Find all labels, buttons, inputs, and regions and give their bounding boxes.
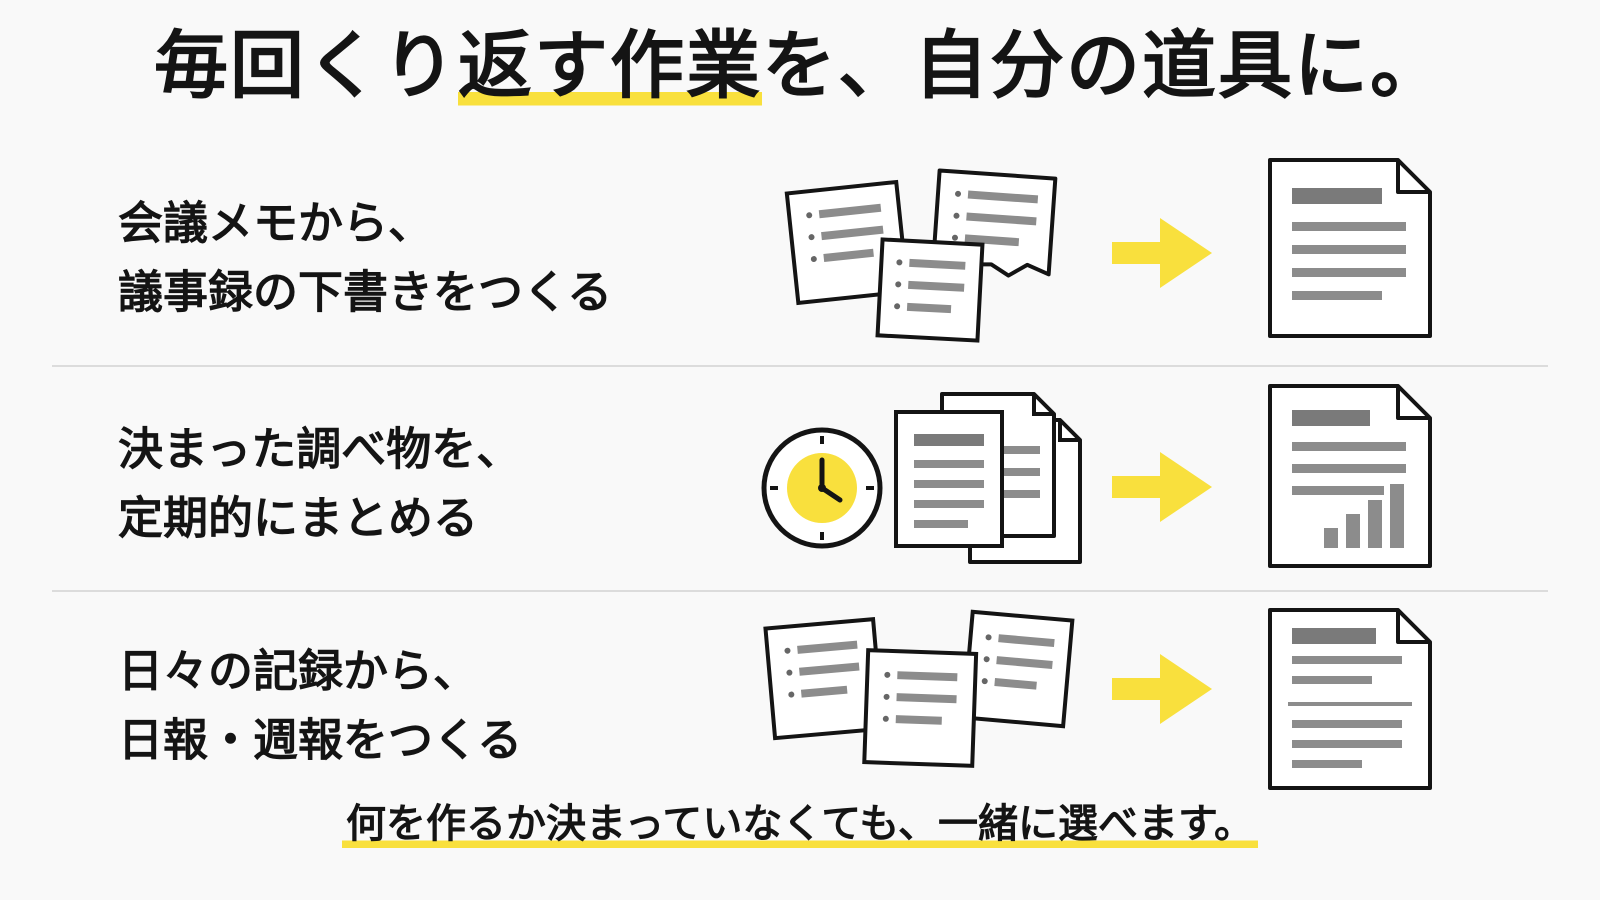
report-with-bar-chart-icon xyxy=(1268,384,1432,568)
draft-document-icon xyxy=(1268,158,1432,338)
headline-post: を、自分の道具に。 xyxy=(762,23,1446,109)
document-stack-icon xyxy=(894,392,1082,564)
scattered-record-pages-icon xyxy=(763,609,1075,768)
row-meeting-minutes-text: 会議メモから、 議事録の下書きをつくる xyxy=(118,188,612,328)
row-meeting-minutes-line1: 会議メモから、 xyxy=(118,195,434,249)
arrow-right-icon xyxy=(1112,654,1212,724)
row-research-summary-text: 決まった調べ物を、 定期的にまとめる xyxy=(118,414,521,554)
row-daily-report-illustration xyxy=(763,608,1432,790)
row-meeting-minutes-illustration xyxy=(784,158,1432,343)
row-daily-report: 日々の記録から、 日報・週報をつくる xyxy=(0,598,1600,813)
row-research-summary-line2: 定期的にまとめる xyxy=(118,491,479,545)
row-daily-report-line1: 日々の記録から、 xyxy=(118,643,479,697)
daily-weekly-report-icon xyxy=(1268,608,1432,790)
row-research-summary-line1: 決まった調べ物を、 xyxy=(118,421,522,475)
headline: 毎回くり返す作業を、自分の道具に。 xyxy=(154,22,1446,111)
row-meeting-minutes: 会議メモから、 議事録の下書きをつくる xyxy=(0,150,1600,365)
headline-wrapper: 毎回くり返す作業を、自分の道具に。 xyxy=(0,22,1600,111)
row-daily-report-line2: 日報・週報をつくる xyxy=(118,713,523,767)
row-meeting-minutes-line2: 議事録の下書きをつくる xyxy=(118,265,613,319)
clock-icon xyxy=(761,427,883,549)
arrow-right-icon xyxy=(1112,218,1212,288)
row-daily-report-text: 日々の記録から、 日報・週報をつくる xyxy=(118,636,522,776)
row-research-summary: 決まった調べ物を、 定期的にまとめる xyxy=(0,376,1600,591)
footer-wrapper: 何を作るか決まっていなくても、一緒に選べます。 xyxy=(0,798,1600,850)
headline-pre: 毎回くり xyxy=(154,23,458,109)
headline-highlight: 返す作業 xyxy=(458,23,762,109)
divider xyxy=(52,590,1548,592)
footer-note: 何を作るか決まっていなくても、一緒に選べます。 xyxy=(342,798,1258,850)
divider xyxy=(52,365,1548,367)
row-research-summary-illustration xyxy=(761,384,1432,568)
scattered-memo-pages-icon xyxy=(784,168,1058,343)
arrow-right-icon xyxy=(1112,452,1212,522)
